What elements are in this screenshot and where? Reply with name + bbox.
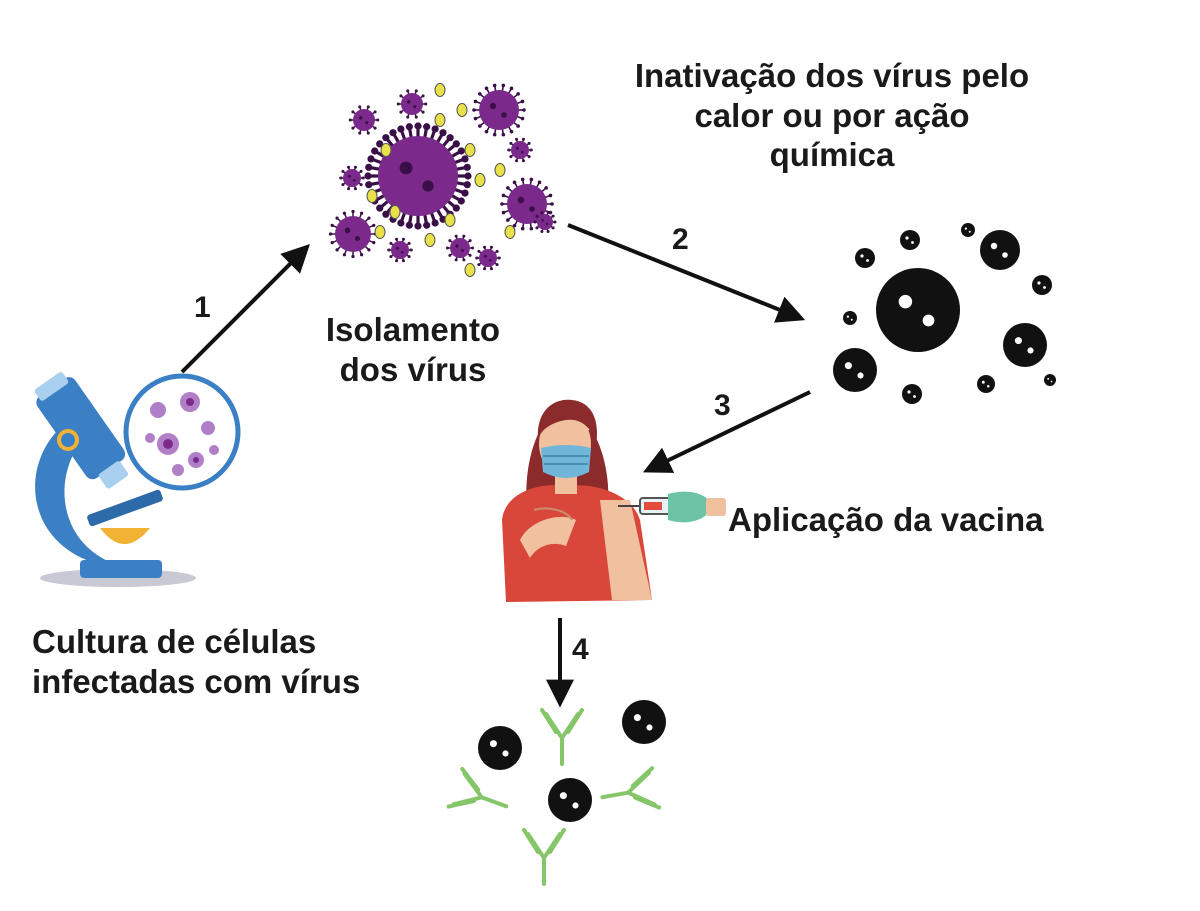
step-1: 1 (194, 291, 211, 324)
vaccinated-woman-icon (502, 399, 652, 602)
inactivation-label-line-2: calor ou por ação (694, 96, 970, 134)
isolation-label-line-1: Isolamento (325, 311, 501, 348)
arrow-2 (567, 223, 806, 323)
vaccine-label: Aplicação da vacina (728, 501, 1044, 538)
virus-cluster-icon (328, 83, 557, 277)
step-4: 4 (572, 633, 589, 666)
isolation-label-line-2: dos vírus (339, 350, 487, 388)
isolation-label: Isolamento dos vírus (306, 310, 520, 389)
culture-label: Cultura de células infectadas com vírus (32, 622, 360, 701)
inactivation-label-line-3: química (769, 136, 895, 174)
step-3: 3 (714, 389, 731, 422)
antibody-icon (446, 692, 674, 886)
arrow-1 (180, 244, 310, 374)
step-2: 2 (672, 223, 689, 256)
microscope-icon (34, 372, 241, 587)
arrow-3 (642, 390, 811, 473)
culture-label-line-1: Cultura de células (32, 623, 317, 660)
inactivated-virus-cluster-icon (825, 220, 1059, 408)
culture-label-line-2: infectadas com vírus (32, 662, 361, 700)
syringe-icon (618, 491, 726, 523)
inactivation-label-line-1: Inativação dos vírus pelo (634, 57, 1030, 94)
inactivation-label: Inativação dos vírus pelo calor ou por a… (604, 56, 1060, 175)
arrows (180, 223, 811, 708)
